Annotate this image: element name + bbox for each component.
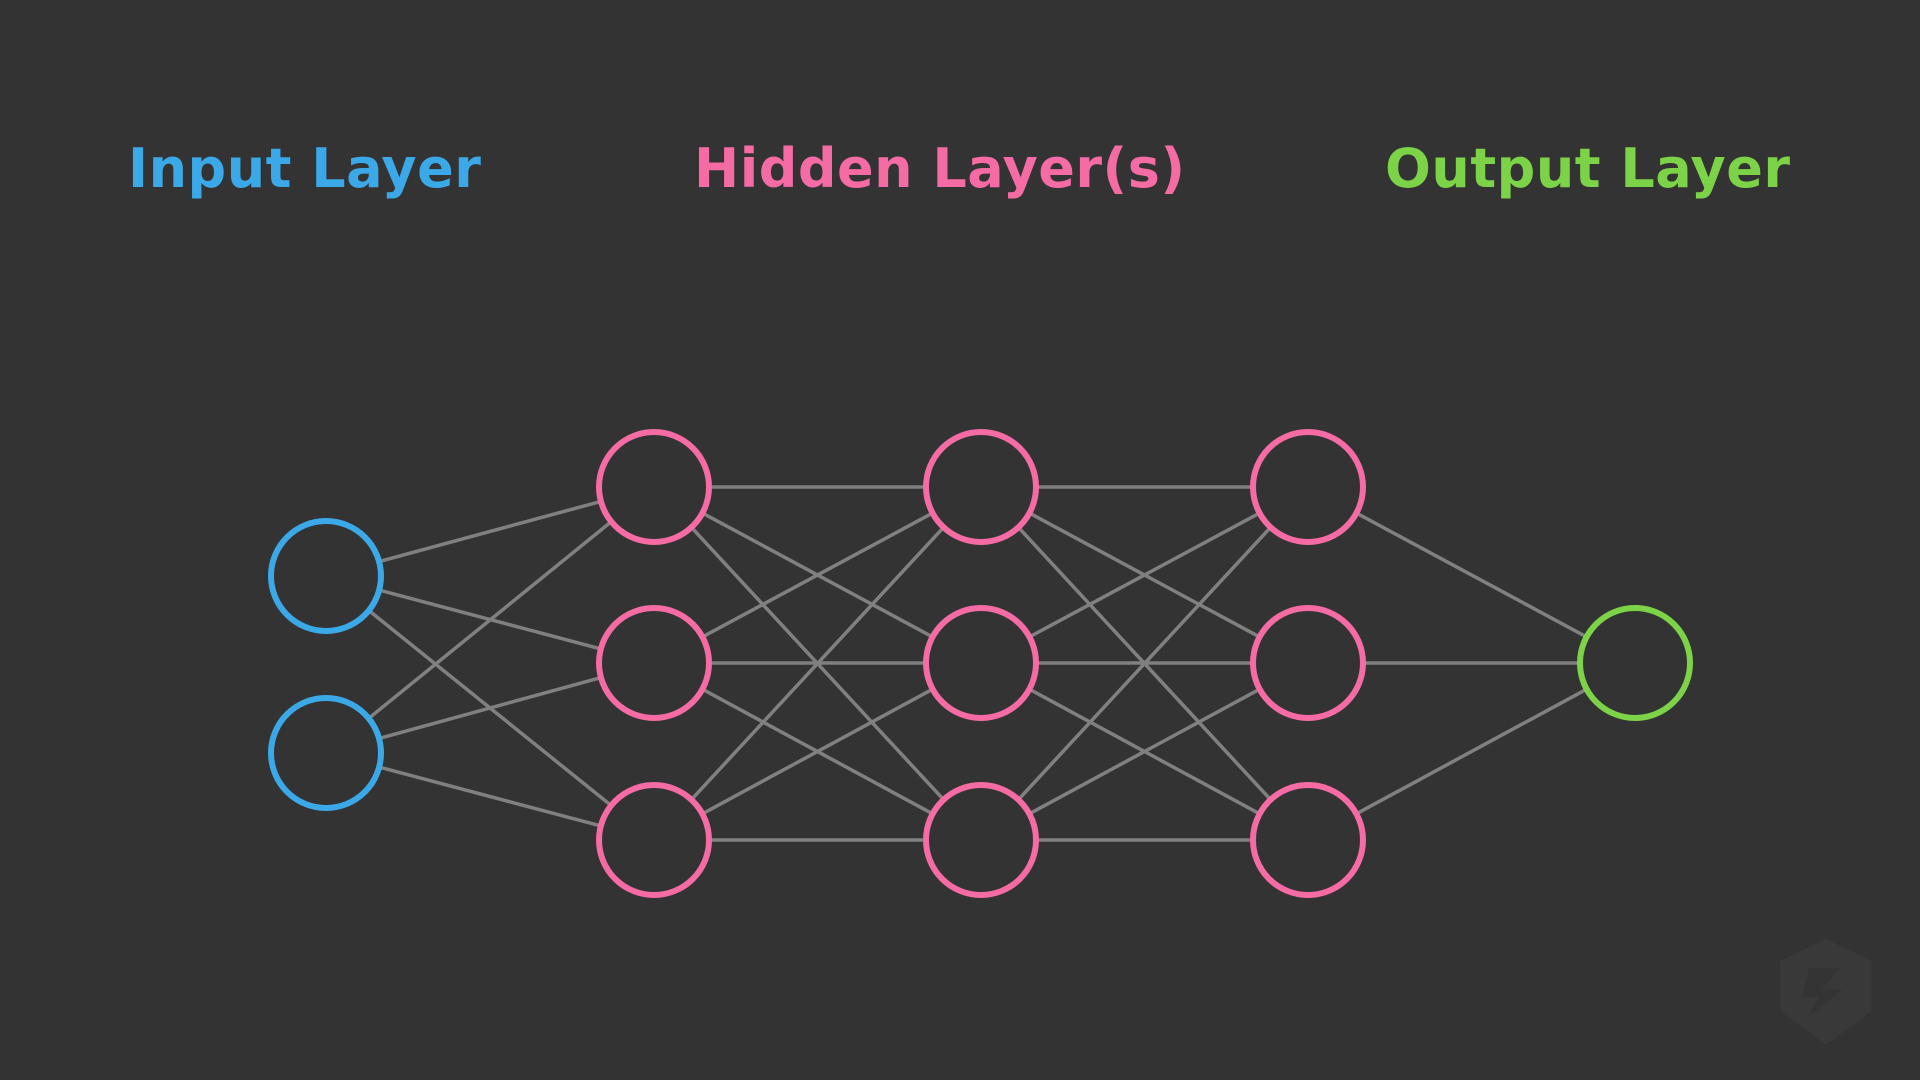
neuron-node-output-1[interactable] [1577,605,1693,721]
connection-edge [1016,525,1273,802]
neuron-node-hidden-1-3[interactable] [596,782,712,898]
connection-edge [700,687,935,816]
connection-edge [1354,511,1589,639]
neuron-node-hidden-2-1[interactable] [923,429,1039,545]
neuron-node-hidden-2-3[interactable] [923,782,1039,898]
neuron-nodes [268,429,1693,898]
connection-edge [377,765,603,828]
neuron-node-hidden-1-2[interactable] [596,605,712,721]
connection-edge [1027,687,1262,816]
connection-edge [1354,687,1589,816]
connection-edge [366,519,614,721]
neuron-node-hidden-2-2[interactable] [923,605,1039,721]
neuron-node-hidden-3-2[interactable] [1250,605,1366,721]
neuron-node-input-2[interactable] [268,695,384,811]
brand-logo-watermark-icon [1780,939,1872,1045]
connection-edge [689,525,946,802]
neuron-node-input-1[interactable] [268,518,384,634]
connection-edges [366,485,1589,842]
connection-edge [700,511,935,639]
neuron-node-hidden-1-1[interactable] [596,429,712,545]
neuron-node-hidden-3-3[interactable] [1250,782,1366,898]
neuron-node-hidden-3-1[interactable] [1250,429,1366,545]
connection-edge [377,675,603,741]
connection-edge [377,499,603,564]
connection-edge [1027,511,1262,639]
